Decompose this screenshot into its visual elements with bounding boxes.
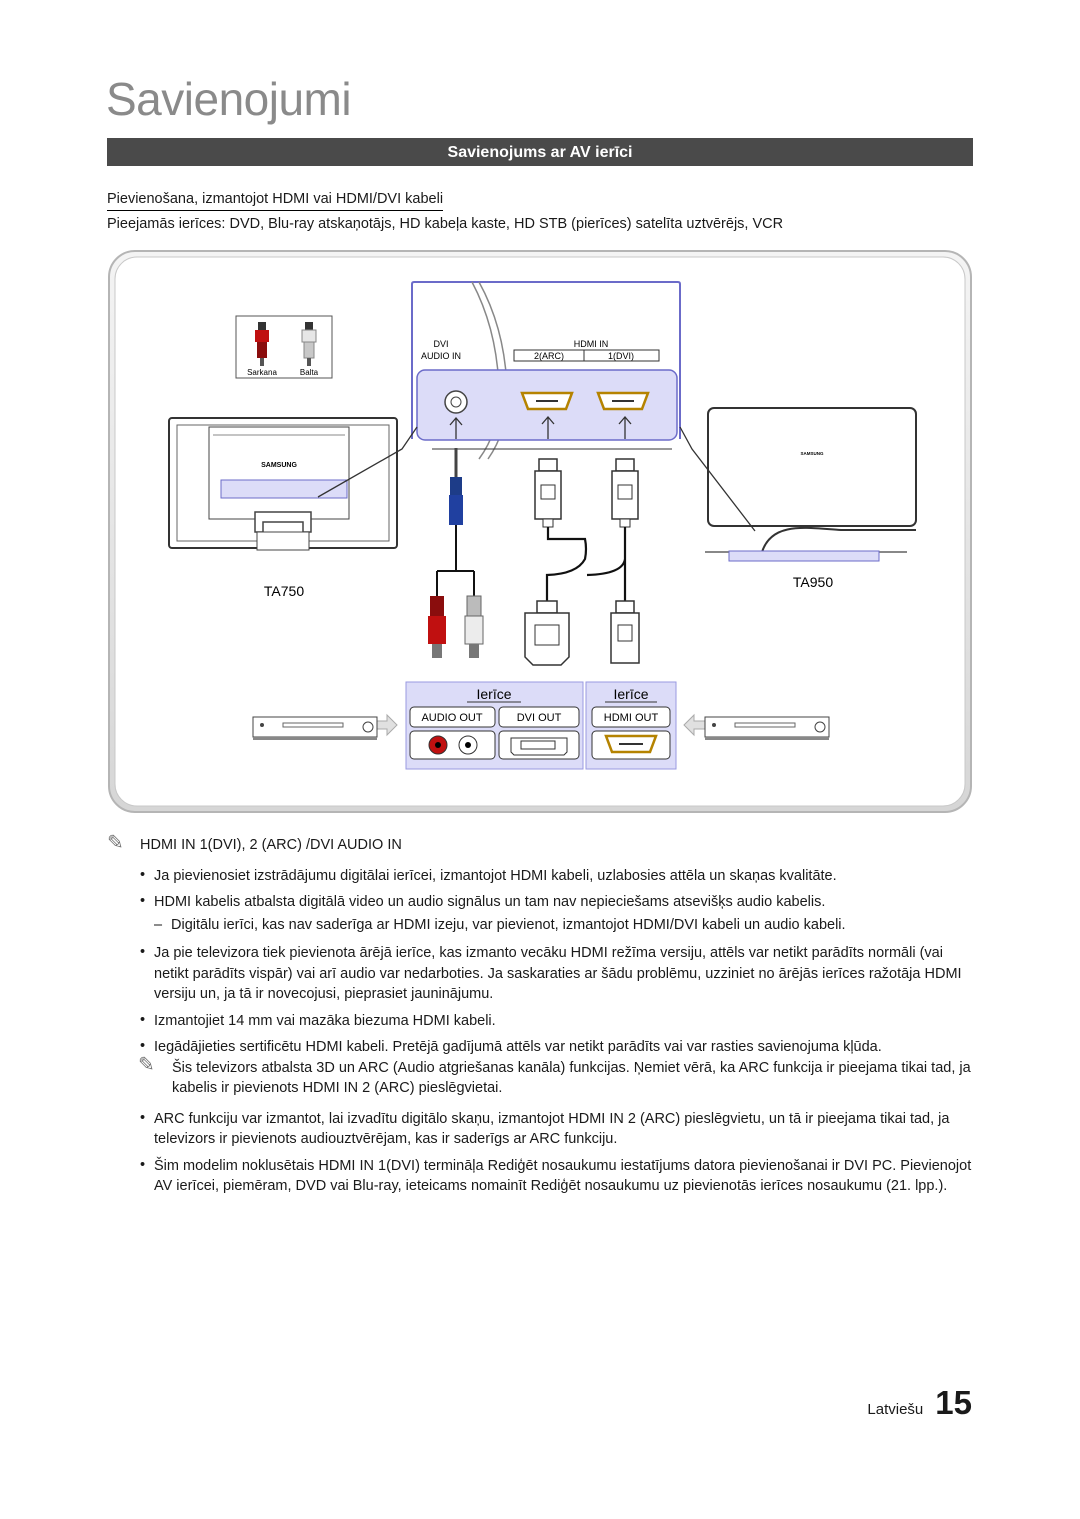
note-bullet: Iegādājieties sertificētu HDMI kabeli. P… [107,1036,973,1058]
arrow-icon [449,416,632,439]
cable-color-legend: Sarkana Balta [235,315,333,379]
page-title: Savienojumi [106,73,352,125]
page-footer: Latviešu 15 [867,1384,972,1422]
legend-red-label: Sarkana [247,368,277,377]
note-pencil-icon: ✎ [107,832,124,854]
model-label-ta750: TA750 [264,583,304,599]
available-devices-text: Pieejamās ierīces: DVD, Blu-ray atskaņot… [107,216,784,232]
note-bullet: Ja pie televizora tiek pievienota ārējā … [107,942,973,1005]
model-label-ta950: TA950 [793,574,833,590]
note-bullet: Izmantojiet 14 mm vai mazāka biezuma HDM… [107,1010,973,1032]
legend-white-label: Balta [300,368,319,377]
hdmi-port-1-label: 1(DVI) [608,351,634,361]
rca-plug-icon [255,322,269,366]
hdmi-in-label: HDMI IN [574,339,609,349]
hdmi-plug-icon [534,458,562,528]
dvi-label: DVI [433,339,448,349]
hdmi-plug-icon [610,600,640,664]
rca-plug-icon [301,322,317,366]
page-number: 15 [935,1384,972,1421]
rca-plug-icon [464,595,484,658]
audio-out-label: AUDIO OUT [421,712,482,724]
samsung-logo-left: SAMSUNG [261,462,297,469]
tv-ta750-rear: SAMSUNG [168,417,398,551]
hdmi-out-label: HDMI OUT [604,712,659,724]
device-panel-right: Ierīce HDMI OUT [585,681,677,770]
section-title-bar: Savienojums ar AV ierīci [107,138,973,166]
connection-diagram: Sarkana Balta SAMSUNG TA750 SAMSUNG TA95… [108,250,972,813]
device-panel-right-title: Ierīce [613,686,648,702]
rca-plug-icon [428,596,446,658]
note-bullet: HDMI kabelis atbalsta digitālā video un … [107,891,973,913]
samsung-logo-right: SAMSUNG [800,451,824,456]
note-bullet: Ja pievienosiet izstrādājumu digitālai i… [107,865,973,887]
sub-note: ✎ Šis televizors atbalsta 3D un ARC (Aud… [138,1053,971,1096]
device-panel-left: Ierīce AUDIO OUT DVI OUT [405,681,584,770]
note-dash: Digitālu ierīci, kas nav saderīga ar HDM… [107,915,973,936]
tv-ta950-rear: SAMSUNG [705,407,917,562]
tv-connector-panel: DVI AUDIO IN HDMI IN 2(ARC) 1(DVI) [411,281,681,460]
dvi-out-label: DVI OUT [517,712,562,724]
hdmi-port-2-label: 2(ARC) [534,351,564,361]
subsection-heading: Pievienošana, izmantojot HDMI vai HDMI/D… [107,191,444,211]
note-pencil-icon: ✎ [138,1053,155,1076]
note-header: ✎ HDMI IN 1(DVI), 2 (ARC) /DVI AUDIO IN [107,832,402,854]
jack-plug-icon [449,448,463,525]
footer-language: Latviešu [867,1401,924,1418]
hdmi-plug-icon [611,458,639,528]
device-panel-left-title: Ierīce [476,686,511,702]
audio-in-label: AUDIO IN [421,351,461,361]
note-bullet: Šim modelim noklusētais HDMI IN 1(DVI) t… [107,1155,973,1197]
notes-section: ✎ HDMI IN 1(DVI), 2 (ARC) /DVI AUDIO IN … [107,832,973,1203]
dvi-plug-icon [524,600,570,666]
note-bullet: ARC funkciju var izmantot, lai izvadītu … [107,1108,973,1150]
dvd-player-icon [252,716,378,740]
dvd-player-icon [704,716,830,740]
